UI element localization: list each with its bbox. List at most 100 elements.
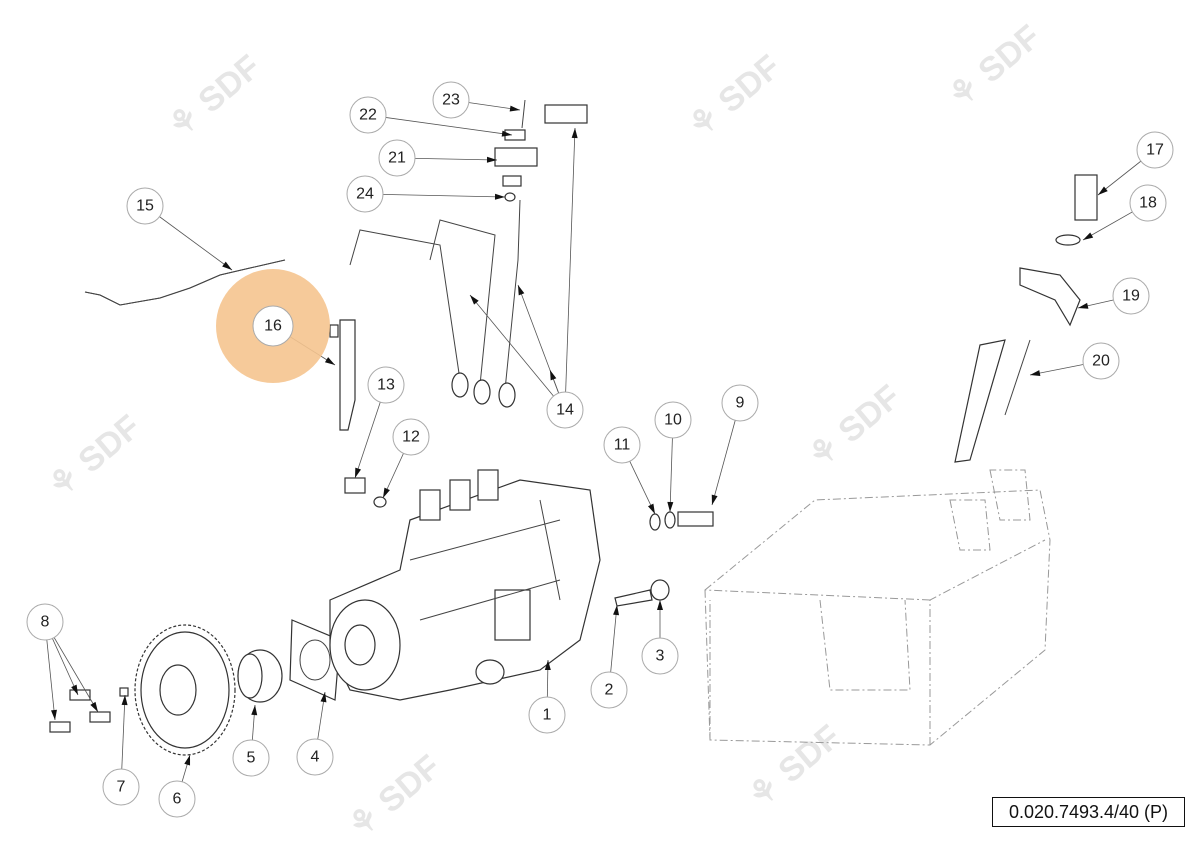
watermark: ⚘ SDF (341, 748, 448, 846)
callout-12[interactable]: 12 (392, 418, 430, 456)
injector-installed (954, 339, 1006, 463)
callout-10[interactable]: 10 (654, 401, 692, 439)
arrowhead-icon (1083, 232, 1094, 240)
hub (237, 649, 283, 703)
leader-line (564, 127, 576, 411)
arrowhead-icon (544, 660, 551, 671)
callout-11[interactable]: 11 (603, 426, 641, 464)
callout-label: 5 (247, 750, 256, 767)
arrowhead-icon (647, 503, 655, 514)
callout-label: 1 (543, 707, 552, 724)
watermark: ⚘ SDF (941, 18, 1048, 116)
callout-label: 11 (614, 437, 631, 454)
callout-label: 13 (377, 377, 395, 394)
injection-pump (329, 469, 601, 701)
arrowhead-icon (383, 487, 390, 498)
callout-label: 7 (117, 779, 126, 796)
callout-7[interactable]: 7 (102, 768, 140, 806)
leader-line (367, 114, 513, 136)
arrowhead-icon (1030, 370, 1041, 377)
callout-label: 6 (173, 791, 182, 808)
injection-pipes (349, 199, 521, 408)
arrowhead-icon (571, 128, 578, 139)
arrowhead-icon (51, 709, 57, 720)
watermark: ⚘ SDF (161, 48, 268, 146)
arrowhead-icon (121, 695, 128, 706)
arrowhead-icon (613, 605, 620, 616)
arrowhead-icon (494, 193, 505, 200)
callout-2[interactable]: 2 (590, 671, 628, 709)
callout-label: 18 (1139, 195, 1157, 212)
arrowhead-icon (320, 692, 327, 703)
callout-label: 9 (736, 395, 745, 412)
leader-line (364, 193, 506, 198)
watermark: ⚘ SDF (681, 48, 788, 146)
callout-label: 22 (359, 107, 377, 124)
leak-off-pipe (84, 259, 286, 306)
small-parts (49, 174, 1098, 733)
arrowhead-icon (71, 684, 78, 695)
cylinder-head-outline (704, 469, 1051, 746)
pipe-clamps (494, 99, 588, 202)
arrowhead-icon (711, 494, 718, 505)
callout-8[interactable]: 8 (26, 603, 64, 641)
arrowhead-icon (501, 130, 512, 137)
callout-13[interactable]: 13 (367, 366, 405, 404)
callout-label: 23 (442, 92, 460, 109)
callout-label: 20 (1092, 353, 1110, 370)
gasket (289, 619, 341, 701)
callout-label: 3 (656, 648, 665, 665)
callout-20[interactable]: 20 (1082, 342, 1120, 380)
callout-23[interactable]: 23 (432, 81, 470, 119)
injector-16 (329, 319, 356, 431)
reference-code: 0.020.7493.4/40 (P) (992, 797, 1185, 827)
callout-17[interactable]: 17 (1136, 131, 1174, 169)
callout-16[interactable]: 16 (252, 305, 294, 347)
callout-18[interactable]: 18 (1129, 184, 1167, 222)
callout-label: 8 (41, 614, 50, 631)
arrowhead-icon (1078, 302, 1089, 309)
watermark: ⚘ SDF (41, 408, 148, 506)
arrowhead-icon (550, 370, 557, 381)
arrowhead-icon (657, 600, 663, 610)
callout-label: 15 (136, 198, 154, 215)
arrowhead-icon (324, 357, 335, 365)
callout-1[interactable]: 1 (528, 696, 566, 734)
arrowhead-icon (90, 701, 98, 712)
callout-21[interactable]: 21 (378, 139, 416, 177)
arrowhead-icon (470, 295, 479, 305)
watermark: ⚘ SDF (741, 718, 848, 816)
arrowhead-icon (184, 755, 191, 766)
arrowhead-icon (355, 467, 362, 478)
arrowhead-icon (509, 105, 520, 112)
callout-label: 17 (1146, 142, 1164, 159)
arrowhead-icon (222, 261, 232, 270)
callout-22[interactable]: 22 (349, 96, 387, 134)
arrowhead-icon (1098, 186, 1108, 195)
callout-19[interactable]: 19 (1112, 277, 1150, 315)
leader-line (469, 294, 566, 411)
callout-label: 10 (664, 412, 682, 429)
callout-24[interactable]: 24 (346, 175, 384, 213)
arrowhead-icon (518, 285, 525, 296)
callout-label: 4 (311, 749, 320, 766)
callout-3[interactable]: 3 (641, 637, 679, 675)
callout-9[interactable]: 9 (721, 384, 759, 422)
callout-14[interactable]: 14 (546, 391, 584, 429)
callout-label: 24 (356, 186, 374, 203)
callout-label: 12 (402, 429, 420, 446)
drive-gear (134, 624, 236, 756)
arrowhead-icon (486, 156, 497, 163)
watermark: ⚘ SDF (801, 378, 908, 476)
callout-label: 16 (264, 318, 282, 335)
callout-5[interactable]: 5 (232, 739, 270, 777)
callout-label: 19 (1122, 288, 1140, 305)
callout-6[interactable]: 6 (158, 780, 196, 818)
callout-4[interactable]: 4 (296, 738, 334, 776)
arrowhead-icon (667, 501, 674, 512)
callout-label: 21 (388, 150, 406, 167)
callout-15[interactable]: 15 (126, 187, 164, 225)
